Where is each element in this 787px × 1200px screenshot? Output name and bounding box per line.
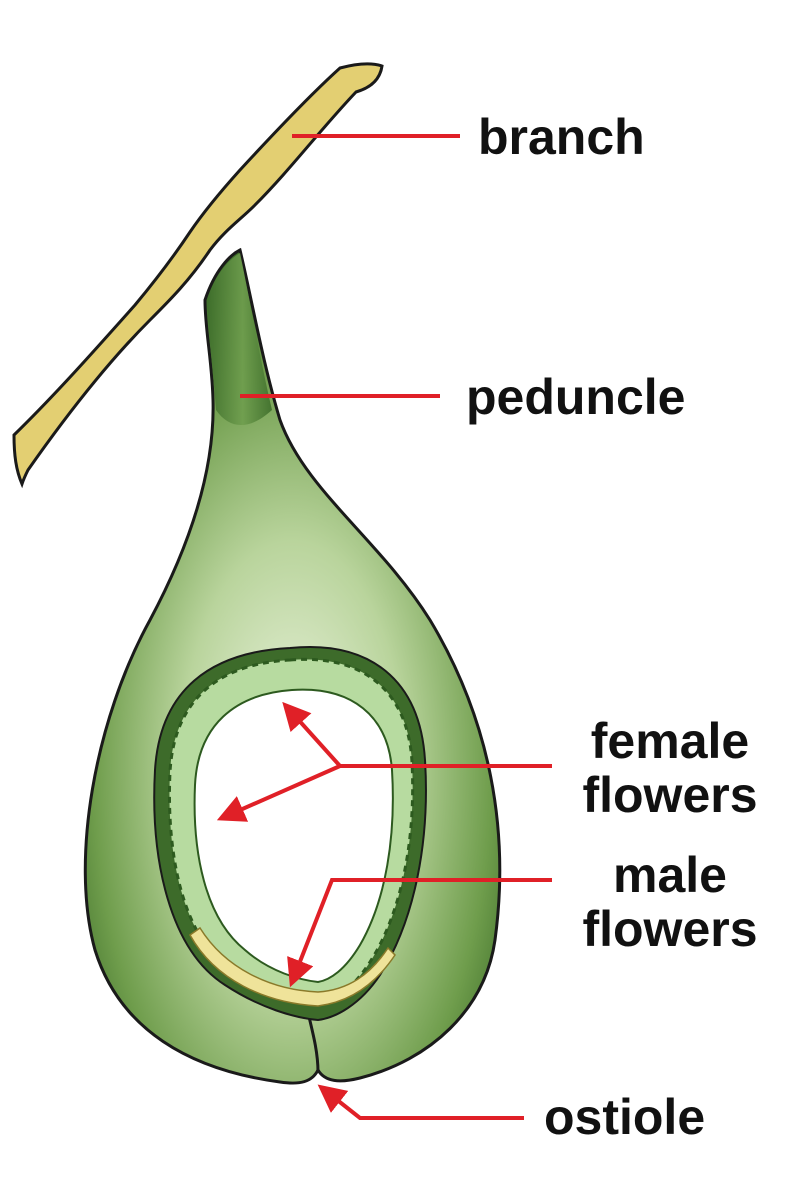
male-arrow [287,878,552,988]
label-male-line1: male [613,847,727,903]
female-arrow-up [282,701,342,768]
male-flowers-band [189,926,396,1007]
label-female-line2: flowers [582,767,758,823]
label-branch: branch [478,109,645,165]
peduncle-shape [207,253,272,425]
label-female-line1: female [590,713,750,769]
label-male-line2: flowers [582,901,758,957]
label-male-flowers: male flowers [562,848,778,956]
label-peduncle: peduncle [466,369,686,425]
label-female-flowers: female flowers [562,714,778,822]
label-ostiole: ostiole [544,1089,706,1145]
ostiole-arrow [317,1084,524,1120]
branch-shape [12,62,384,489]
female-arrow-down [216,764,341,822]
fig-cavity [193,688,394,984]
